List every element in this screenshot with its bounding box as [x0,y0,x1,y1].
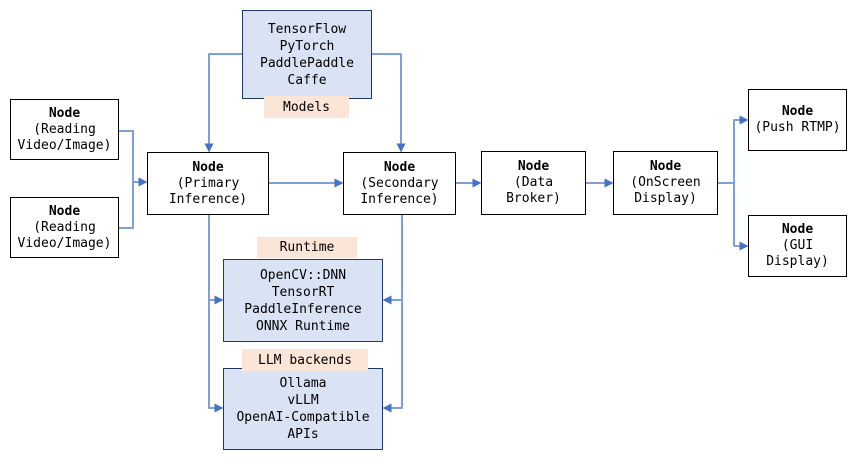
group-item: Ollama [279,376,327,391]
node-title: Node [781,104,814,119]
node-subtitle: (OnScreen [630,175,701,190]
group-item: PaddlePaddle [260,55,354,71]
node-title: Node [383,159,416,175]
node-secondary-inference: Node (Secondary Inference) [343,152,456,215]
node-subtitle: (GUI [781,238,814,253]
connector-models-to-primary [204,53,242,153]
node-reading-video-image-2: Node (Reading Video/Image) [10,197,119,258]
node-title: Node [517,159,550,174]
connector-secondary-to-llm [382,215,403,413]
group-models-frameworks: TensorFlow PyTorch PaddlePaddle Caffe [242,10,372,99]
node-reading-video-image-1: Node (Reading Video/Image) [10,99,119,160]
group-item: vLLM [287,393,319,408]
node-onscreen-display: Node (OnScreen Display) [613,151,718,215]
group-item: PaddleInference [244,301,362,317]
node-subtitle: (Primary [176,175,240,191]
node-data-broker: Node (Data Broker) [481,151,586,215]
node-title: Node [649,159,682,174]
node-title: Node [192,159,224,175]
node-gui-display: Node (GUI Display) [748,215,847,277]
connector-primary-to-llm [208,215,224,413]
group-item: APIs [287,427,319,442]
node-subtitle: Video/Image) [17,235,112,251]
node-subtitle: (Push RTMP) [754,120,841,135]
node-subtitle: (Reading [33,219,96,235]
group-runtimes: OpenCV::DNN TensorRT PaddleInference ONN… [223,259,383,342]
node-title: Node [781,222,814,237]
node-subtitle: Inference) [168,191,248,207]
group-item: TensorFlow [267,21,347,37]
label-models: Models [264,96,349,118]
group-item: ONNX Runtime [256,318,350,334]
group-item: TensorRT [271,284,335,300]
node-subtitle: Inference) [360,191,439,207]
node-subtitle: (Reading [33,121,96,137]
node-subtitle: (Secondary [360,175,439,191]
node-subtitle: Video/Image) [17,137,112,153]
node-subtitle: Broker) [506,191,561,206]
node-primary-inference: Node (Primary Inference) [147,152,269,215]
label-runtime: Runtime [257,237,357,258]
connector-models-to-secondary [372,53,406,153]
group-item: PyTorch [279,38,335,54]
group-item: OpenCV::DNN [259,267,347,283]
group-item: OpenAI-Compatible [236,410,370,425]
label-llm-backends: LLM backends [242,349,368,371]
node-title: Node [48,203,81,219]
node-subtitle: Display) [766,254,829,269]
node-subtitle: (Data [513,175,554,190]
node-title: Node [48,105,81,121]
connector-readers-merge [119,130,134,229]
group-llm-backends: Ollama vLLM OpenAI-Compatible APIs [223,368,383,450]
group-item: Caffe [287,72,327,88]
node-push-rtmp: Node (Push RTMP) [748,89,847,151]
node-subtitle: Display) [634,191,697,206]
connector-onscreen-branch [718,120,740,246]
